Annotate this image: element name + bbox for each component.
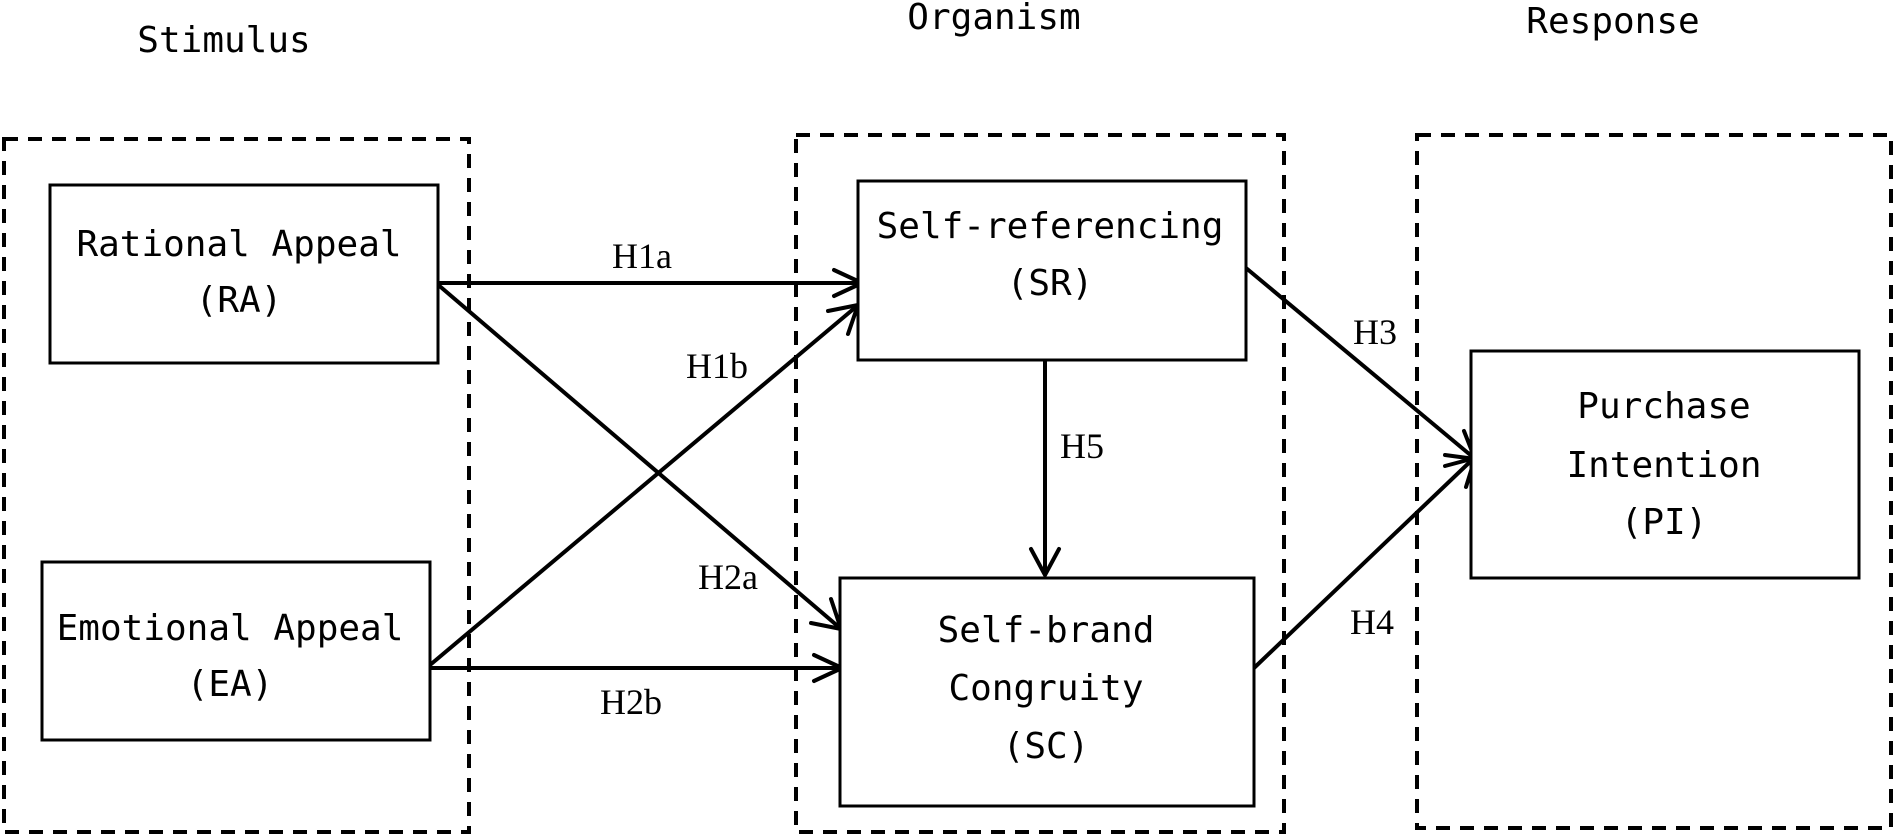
stimulus-group: [2, 137, 471, 834]
node-pi-line2: Intention: [1566, 445, 1761, 486]
hypothesis-label-h3: H3: [1353, 312, 1397, 352]
hypothesis-label-h1a: H1a: [612, 236, 672, 276]
node-sc-line2: Congruity: [948, 668, 1143, 709]
edges: [428, 266, 1477, 683]
node-purchase-intention: Purchase Intention (PI): [1469, 349, 1861, 580]
hypothesis-label-h5: H5: [1060, 426, 1104, 466]
hypothesis-label-h2a: H2a: [698, 557, 758, 597]
node-sr-name: Self-referencing: [877, 206, 1224, 247]
edge-h2a: [434, 281, 842, 630]
node-pi-line1: Purchase: [1577, 386, 1750, 427]
hypothesis-label-h2b: H2b: [600, 682, 662, 722]
node-emotional-appeal: Emotional Appeal (EA): [40, 560, 432, 742]
stage-title-organism: Organism: [907, 0, 1080, 38]
node-rational-appeal: Rational Appeal (RA): [48, 183, 440, 365]
node-sc-line1: Self-brand: [938, 610, 1155, 651]
edge-h1b: [428, 304, 859, 667]
hypothesis-label-h1b: H1b: [686, 346, 748, 386]
hypothesis-label-h4: H4: [1350, 602, 1394, 642]
node-self-brand-congruity: Self-brand Congruity (SC): [838, 576, 1256, 808]
node-sc-abbr: (SC): [1003, 726, 1090, 767]
stage-title-response: Response: [1526, 1, 1699, 42]
response-group: [1415, 133, 1893, 830]
node-self-referencing: Self-referencing (SR): [856, 179, 1248, 362]
organism-group: [794, 133, 1286, 834]
node-ra-name: Rational Appeal: [76, 224, 401, 265]
stage-title-stimulus: Stimulus: [137, 20, 310, 61]
node-sr-abbr: (SR): [1007, 263, 1094, 304]
edge-h3: [1244, 266, 1476, 460]
node-pi-abbr: (PI): [1621, 502, 1708, 543]
arrowhead-h5: [1029, 547, 1061, 577]
node-ra-abbr: (RA): [196, 280, 283, 321]
edge-h4: [1252, 456, 1476, 670]
node-ea-name: Emotional Appeal: [57, 608, 404, 649]
node-ea-abbr: (EA): [187, 664, 274, 705]
